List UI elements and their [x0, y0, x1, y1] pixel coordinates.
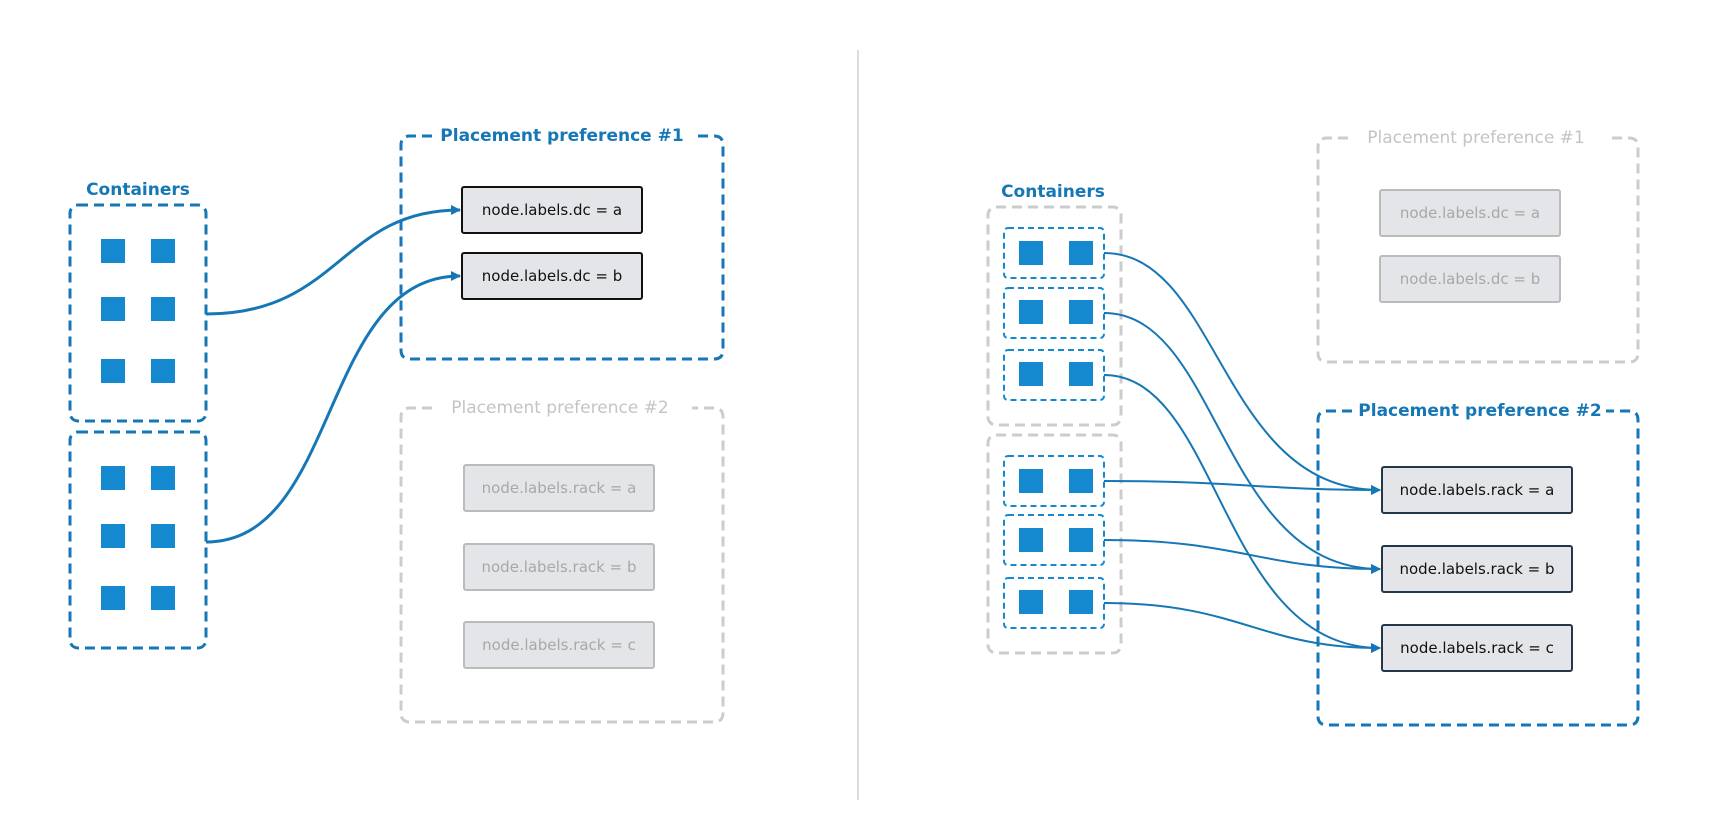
label-box: [463, 543, 655, 591]
arrow-to-rack-b: [1103, 539, 1381, 574]
label-dc-b: node.labels.dc = b: [1400, 270, 1540, 288]
container-square: [1069, 362, 1093, 386]
container-square: [101, 239, 125, 263]
label-dc-a: node.labels.dc = a: [1400, 204, 1540, 222]
label-dc-b: node.labels.dc = b: [482, 267, 622, 285]
left-arrow-group-2-to-dc-b: [205, 271, 461, 544]
right-container-outer-group-1: [986, 205, 1123, 427]
label-rack-a: node.labels.rack = a: [1400, 481, 1555, 499]
inner-container-box: [1003, 455, 1105, 507]
right-container-squares: [1019, 241, 1093, 614]
container-square: [151, 466, 175, 490]
label-box: [1379, 255, 1561, 303]
label-box: [1381, 545, 1573, 593]
left-preference-1-title: Placement preference #1: [440, 126, 683, 146]
label-rack-c: node.labels.rack = c: [1400, 639, 1554, 657]
left-panel: Containers Placement preference #1: [68, 126, 725, 724]
container-square: [101, 297, 125, 321]
container-square: [1019, 300, 1043, 324]
container-square: [101, 586, 125, 610]
inner-container-box: [1003, 577, 1105, 629]
container-square: [1069, 241, 1093, 265]
label-box: [1381, 624, 1573, 672]
container-square: [1069, 300, 1093, 324]
label-rack-c: node.labels.rack = c: [482, 636, 636, 654]
container-square: [1069, 590, 1093, 614]
right-preference-1-title: Placement preference #1: [1367, 128, 1585, 148]
container-square: [1019, 362, 1043, 386]
left-arrow-group-1-to-dc-a: [205, 205, 461, 316]
container-square: [1019, 528, 1043, 552]
label-rack-b: node.labels.rack = b: [482, 558, 637, 576]
label-box: [463, 621, 655, 669]
container-square: [1019, 241, 1043, 265]
container-square: [1019, 469, 1043, 493]
inner-container-box: [1003, 514, 1105, 566]
right-preference-2-labels: node.labels.rack = a node.labels.rack = …: [1381, 466, 1573, 672]
left-group-1-containers: [101, 239, 175, 383]
container-square: [1019, 590, 1043, 614]
arrow-to-rack-c: [1103, 374, 1381, 653]
inner-container-box: [1003, 349, 1105, 401]
container-square: [1069, 469, 1093, 493]
left-preference-2-labels: node.labels.rack = a node.labels.rack = …: [463, 464, 655, 669]
left-container-group-1: [68, 203, 208, 423]
label-box: [461, 252, 643, 300]
left-preference-2-box: [399, 406, 725, 724]
container-square: [151, 239, 175, 263]
container-square: [151, 524, 175, 548]
container-square: [101, 466, 125, 490]
left-preference-1-labels: node.labels.dc = a node.labels.dc = b: [461, 186, 643, 300]
container-square: [1069, 528, 1093, 552]
inner-container-box: [1003, 287, 1105, 339]
right-container-outer-group-2: [986, 433, 1123, 655]
left-group-2-containers: [101, 466, 175, 610]
label-rack-a: node.labels.rack = a: [482, 479, 637, 497]
right-panel: Containers Place: [986, 128, 1640, 727]
right-preference-2-title: Placement preference #2: [1358, 401, 1601, 421]
container-square: [151, 586, 175, 610]
right-preference-1-box: [1316, 136, 1640, 364]
arrow-to-rack-a: [1103, 252, 1381, 495]
left-preference-1-box: [399, 134, 725, 361]
left-containers-title: Containers: [86, 180, 190, 200]
right-containers-title: Containers: [1001, 182, 1105, 202]
label-box: [463, 464, 655, 512]
label-rack-b: node.labels.rack = b: [1400, 560, 1555, 578]
label-box: [1379, 189, 1561, 237]
right-preference-1-labels: node.labels.dc = a node.labels.dc = b: [1379, 189, 1561, 303]
inner-container-box: [1003, 227, 1105, 279]
label-box: [1381, 466, 1573, 514]
left-container-group-2: [68, 430, 208, 650]
right-arrows: [1103, 252, 1381, 653]
right-preference-2-box: [1316, 409, 1640, 727]
arrow-to-rack-c: [1103, 602, 1381, 653]
label-dc-a: node.labels.dc = a: [482, 201, 622, 219]
label-box: [461, 186, 643, 234]
arrow-to-rack-b: [1103, 312, 1381, 574]
right-inner-container-boxes: [1003, 227, 1105, 629]
container-square: [101, 359, 125, 383]
container-square: [151, 359, 175, 383]
container-square: [101, 524, 125, 548]
container-square: [151, 297, 175, 321]
left-preference-2-title: Placement preference #2: [451, 398, 669, 418]
arrow-to-rack-a: [1103, 480, 1381, 495]
